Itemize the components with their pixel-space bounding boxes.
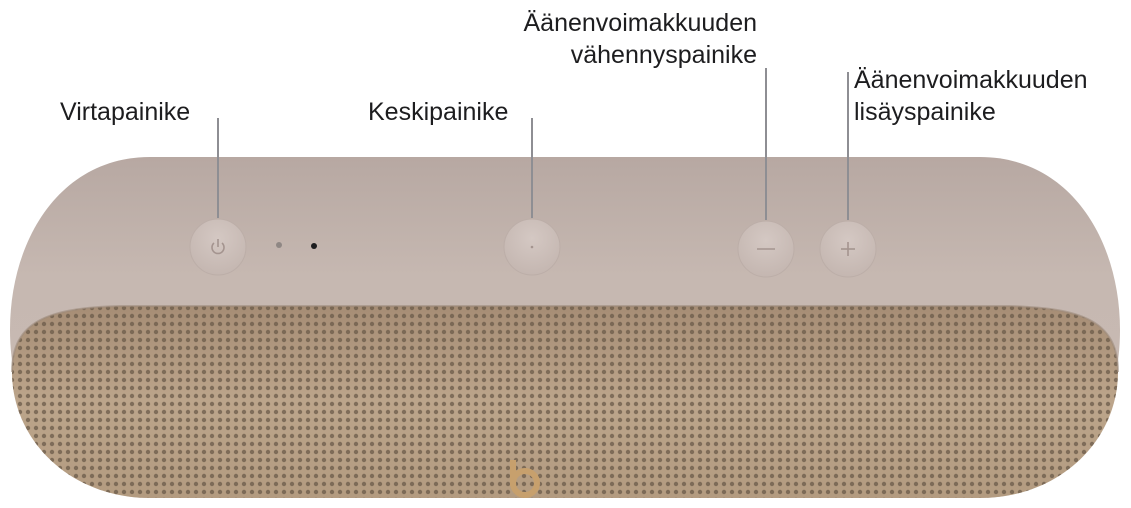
- beats-logo-icon: [510, 460, 540, 498]
- callout-volume-down-button: Äänenvoimakkuuden vähennyspainike: [523, 9, 758, 69]
- speaker-grille: [11, 305, 1119, 498]
- volume-down-button[interactable]: [737, 220, 795, 278]
- leader-line-center: [531, 118, 533, 218]
- volume-up-button[interactable]: [819, 220, 877, 278]
- callout-volume-up-button: Äänenvoimakkuuden lisäyspainike: [854, 66, 1088, 126]
- center-button[interactable]: [503, 218, 561, 276]
- power-icon: [211, 239, 225, 255]
- power-button[interactable]: [189, 218, 247, 276]
- callout-power-button: Virtapainike: [60, 98, 191, 126]
- status-led-grey: [276, 242, 282, 248]
- status-led-black: [311, 243, 317, 249]
- plus-icon: [841, 242, 855, 256]
- callout-center-button: Keskipainike: [368, 98, 509, 126]
- leader-line-volume-down: [765, 68, 767, 220]
- center-dot-icon: [530, 245, 534, 249]
- leader-line-power: [217, 118, 219, 218]
- leader-line-volume-up: [847, 72, 849, 220]
